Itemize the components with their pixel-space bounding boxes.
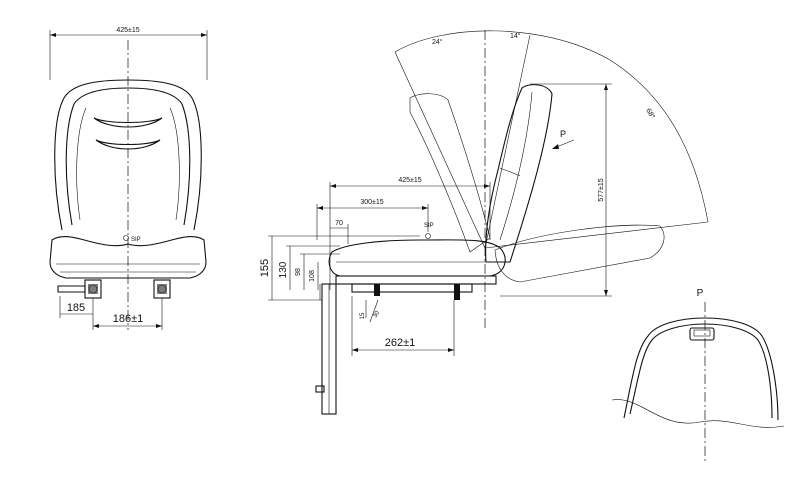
front-width-dim: 425±15 <box>116 27 139 34</box>
hole-30-dim: 30 <box>373 310 382 319</box>
height-130-dim: 130 <box>278 261 289 278</box>
front-view: 425±15 SIP <box>49 27 208 330</box>
side-width-dim: 425±15 <box>398 177 421 184</box>
mount-dim: 262±1 <box>385 337 416 349</box>
back-height-dim: 577±15 <box>598 178 605 201</box>
front-offset-dim: 185 <box>67 302 85 314</box>
angle-arc-label: 68° <box>644 107 656 120</box>
direction-label: P <box>560 129 566 139</box>
hole-15-dim: 15 <box>360 312 366 319</box>
front-sip-label: SIP <box>131 237 141 243</box>
height-98-dim: 98 <box>295 268 302 276</box>
angle-back-label: 24° <box>432 38 443 46</box>
front-rail-dim: 186±1 <box>113 313 144 325</box>
seat-depth-dim: 300±15 <box>360 199 383 206</box>
front-bracket-right <box>153 279 171 299</box>
side-view: 24° 14° 68° P 425±15 <box>259 30 709 415</box>
front-bracket-left <box>84 279 102 299</box>
height-108-dim: 108 <box>309 270 316 282</box>
setback-dim: 70 <box>335 220 343 227</box>
detail-view: P <box>611 288 785 462</box>
side-sip-label: SIP <box>424 223 434 229</box>
height-total-dim: 155 <box>259 259 271 277</box>
angle-fwd-label: 14° <box>510 32 521 40</box>
detail-label: P <box>697 288 704 299</box>
